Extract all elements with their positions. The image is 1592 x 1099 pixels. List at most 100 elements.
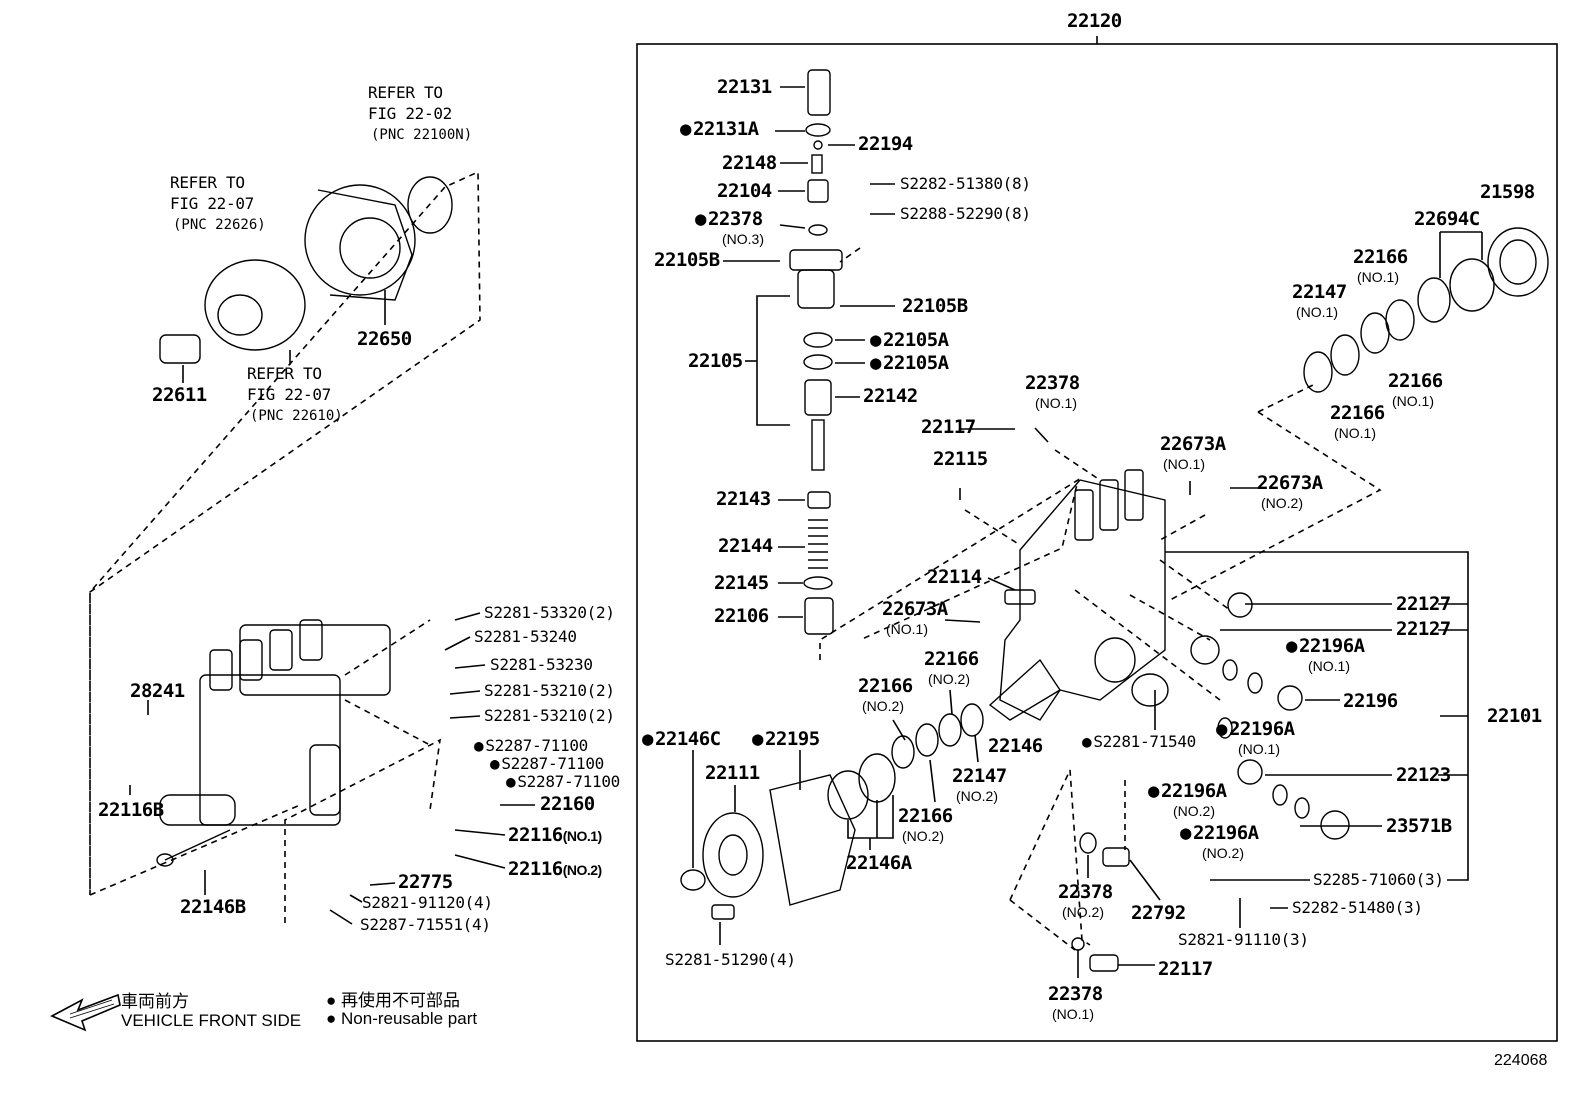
part-22611: 22611 [152, 384, 207, 406]
part-22105b-b: 22105B [902, 295, 968, 317]
part-22166-no1-left: 22166 [1330, 402, 1385, 424]
part-22196a-no1-upper: 22196A [1286, 637, 1365, 656]
part-22111: 22111 [705, 762, 760, 784]
part-23571b: 23571B [1386, 815, 1452, 837]
group-label: 22101 [1487, 705, 1542, 727]
figure-number: 224068 [1494, 1052, 1548, 1069]
bolt-s2281-51290: S2281-51290(4) [665, 950, 796, 969]
refer-note-2-l3: (PNC 22626) [173, 217, 266, 233]
part-22378-no2-sub: (NO.2) [1062, 904, 1104, 920]
part-22775: 22775 [398, 871, 453, 893]
part-22105a-b: 22105A [870, 354, 949, 373]
part-22673a-no1-sub: (NO.1) [1163, 456, 1205, 472]
stud-s2285-71060: S2285-71060(3) [1313, 870, 1444, 889]
part-22196a-no1-lower-sub: (NO.1) [1238, 741, 1280, 757]
part-22116-no1: 22116(NO.1) [508, 824, 602, 846]
drive-housing [159, 176, 453, 364]
part-22144: 22144 [718, 535, 773, 557]
washer-s2287-71100-b: S2287-71100 [490, 756, 604, 772]
part-22123: 22123 [1396, 764, 1451, 786]
part-22166-no1-top-sub: (NO.1) [1357, 269, 1399, 285]
part-22104: 22104 [717, 180, 772, 202]
part-22166-no2-left-sub: (NO.2) [862, 698, 904, 714]
part-22146b: 22146B [180, 896, 246, 918]
part-22147-no1: 22147 [1292, 281, 1347, 303]
part-22146a: 22146A [846, 852, 912, 874]
bolt-s2281-53240: S2281-53240 [474, 627, 577, 646]
part-22166-no2-top: 22166 [924, 648, 979, 670]
bullet-icon: ● [326, 1009, 337, 1028]
legend-front-jp: 車両前方 [121, 992, 189, 1011]
part-22378-no1-upper: 22378 [1025, 372, 1080, 394]
part-22166-no2-top-sub: (NO.2) [928, 671, 970, 687]
part-22166-no1-right: 22166 [1388, 370, 1443, 392]
part-22116b: 22116B [98, 799, 164, 821]
part-22196a-no2-lower: 22196A [1180, 824, 1259, 843]
part-22127-a: 22127 [1396, 593, 1451, 615]
part-22114: 22114 [927, 566, 982, 588]
washer-s2288-52290: S2288-52290(8) [900, 204, 1031, 223]
washer-s2821-91110: S2821-91110(3) [1178, 930, 1309, 949]
part-22673a-no2-sub: (NO.2) [1261, 495, 1303, 511]
part-22105b-a: 22105B [654, 249, 720, 271]
vehicle-front-arrow-icon [50, 993, 121, 1032]
part-22166-no2-left: 22166 [858, 675, 913, 697]
part-22673a-no1: 22673A [1160, 433, 1226, 455]
nut-s2282-51480: S2282-51480(3) [1292, 898, 1423, 917]
part-22650: 22650 [357, 328, 412, 350]
part-22166-no1-left-sub: (NO.1) [1334, 425, 1376, 441]
washer-s2287-71100-c: S2287-71100 [506, 774, 620, 790]
refer-note-1-l1: REFER TO [368, 83, 443, 102]
part-22116-no2: 22116(NO.2) [508, 858, 602, 880]
part-22160: 22160 [540, 793, 595, 815]
refer-note-3-l1: REFER TO [247, 364, 322, 383]
nut-s2821-91120: S2821-91120(4) [362, 893, 493, 912]
bolt-s2281-53210-b: S2281-53210(2) [484, 706, 615, 725]
part-22792: 22792 [1131, 902, 1186, 924]
part-22378-no1-lower: 22378 [1048, 983, 1103, 1005]
part-22148: 22148 [722, 152, 777, 174]
part-22378-no3: 22378 [695, 210, 763, 229]
bolt-s2281-53230: S2281-53230 [490, 655, 593, 674]
injection-pump-left [156, 619, 391, 867]
part-22694c: 22694C [1414, 208, 1480, 230]
part-22196a-no2-upper: 22196A [1148, 782, 1227, 801]
part-22145: 22145 [714, 572, 769, 594]
part-22196a-no2-upper-sub: (NO.2) [1173, 803, 1215, 819]
part-22673a-no1-lower: 22673A [882, 598, 948, 620]
part-22146c: 22146C [642, 730, 721, 749]
part-22166-no1-top: 22166 [1353, 246, 1408, 268]
part-22194: 22194 [858, 133, 913, 155]
part-22378-no1-lower-sub: (NO.1) [1052, 1006, 1094, 1022]
washer-s2287-71100-a: S2287-71100 [474, 738, 588, 754]
oring-s2281-71540: S2281-71540 [1082, 734, 1196, 750]
part-22166-no2-bottom-sub: (NO.2) [902, 828, 944, 844]
part-22378-no3-sub: (NO.3) [722, 231, 764, 247]
part-22105: 22105 [688, 350, 743, 372]
part-22147-no2-sub: (NO.2) [956, 788, 998, 804]
part-22673a-no2: 22673A [1257, 472, 1323, 494]
dashed-outline-left [89, 170, 481, 895]
legend-nonreuse-jp: ● 再使用不可部品 [326, 991, 461, 1010]
nut-s2282-51380: S2282-51380(8) [900, 174, 1031, 193]
part-22166-no2-bottom: 22166 [898, 805, 953, 827]
bullet-icon: ● [326, 991, 337, 1010]
part-21598: 21598 [1480, 181, 1535, 203]
part-22115: 22115 [933, 448, 988, 470]
washer-s2287-71551: S2287-71551(4) [360, 915, 491, 934]
refer-note-1-l2: FIG 22-02 [368, 104, 452, 123]
part-22106: 22106 [714, 605, 769, 627]
refer-note-2-l1: REFER TO [170, 173, 245, 192]
legend-front-en: VEHICLE FRONT SIDE [121, 1011, 302, 1030]
part-22196a-no1-lower: 22196A [1216, 720, 1295, 739]
part-22146: 22146 [988, 735, 1043, 757]
part-22196: 22196 [1343, 690, 1398, 712]
bolt-s2281-53320: S2281-53320(2) [484, 603, 615, 622]
seal-stack [1131, 227, 1549, 840]
assembly-label: 22120 [1067, 10, 1122, 32]
delivery-valve-stack [789, 69, 843, 635]
refer-note-3-l3: (PNC 22610) [250, 408, 343, 424]
part-22142: 22142 [863, 385, 918, 407]
refer-note-2-l2: FIG 22-07 [170, 194, 254, 213]
